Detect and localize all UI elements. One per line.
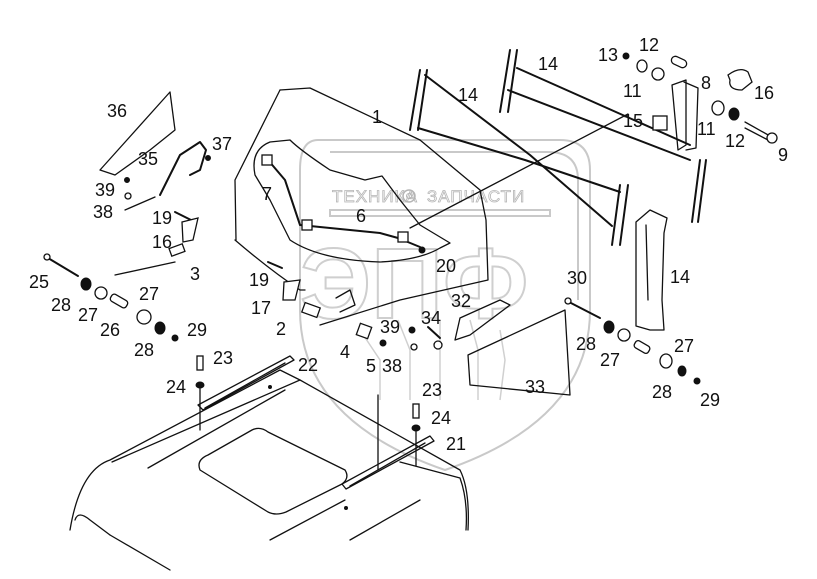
bracket-8 — [671, 79, 699, 151]
callout-35: 35 — [138, 149, 159, 169]
callout-5: 5 — [366, 356, 377, 376]
callout-32: 32 — [451, 291, 472, 311]
callout-29-right: 29 — [700, 390, 721, 410]
callout-11-left: 11 — [623, 81, 642, 101]
seat-pan — [253, 139, 451, 263]
callout-20: 20 — [436, 256, 457, 276]
callout-9: 9 — [778, 145, 789, 165]
fastener-stack-left — [43, 253, 179, 342]
callout-14-c: 14 — [670, 267, 691, 287]
callout-33: 33 — [525, 377, 546, 397]
callout-7: 7 — [262, 184, 273, 204]
bolt-23-right — [377, 394, 421, 471]
callout-16-left: 16 — [152, 232, 173, 252]
callout-19-left: 19 — [152, 208, 173, 228]
rail-22 — [197, 355, 295, 411]
watermark-left-text: ТЕХНИКА — [332, 187, 418, 206]
callout-12-bottom: 12 — [725, 131, 746, 151]
callout-34: 34 — [421, 308, 442, 328]
rail-21 — [341, 435, 435, 490]
callout-27-a: 27 — [139, 284, 160, 304]
callout-3: 3 — [190, 264, 201, 284]
seat-cushion — [234, 87, 489, 326]
callout-2: 2 — [276, 319, 287, 339]
callout-38-center: 38 — [382, 356, 403, 376]
callout-28-a: 28 — [51, 295, 72, 315]
callout-38-left: 38 — [93, 202, 114, 222]
back-frame — [409, 49, 707, 246]
callout-25: 25 — [29, 272, 50, 292]
watermark-right-text: ЗАПЧАСТИ — [427, 187, 525, 206]
callout-1: 1 — [372, 107, 383, 127]
watermark-logo: ЭПФ — [300, 228, 528, 340]
bracket-36 — [99, 91, 211, 211]
callout-29-left: 29 — [187, 320, 208, 340]
callout-8: 8 — [701, 73, 712, 93]
callout-21: 21 — [446, 434, 467, 454]
callout-19-center: 19 — [249, 270, 270, 290]
callout-11-right: 11 — [697, 119, 716, 139]
bolt-23-left — [195, 355, 205, 431]
cover-33 — [408, 299, 571, 396]
callout-4: 4 — [340, 342, 351, 362]
gear-icon — [402, 189, 416, 203]
callout-28-d: 28 — [652, 382, 673, 402]
watermark-wheat-icon — [359, 319, 506, 401]
callout-27-b: 27 — [78, 305, 99, 325]
fastener-stack-right — [564, 297, 701, 385]
callout-24-left: 24 — [166, 377, 187, 397]
callout-39-center: 39 — [380, 317, 401, 337]
callout-23-left: 23 — [213, 348, 234, 368]
callout-28-b: 28 — [134, 340, 155, 360]
callout-36: 36 — [107, 101, 128, 121]
callout-17: 17 — [251, 298, 272, 318]
callout-26: 26 — [100, 320, 121, 340]
callout-23-right: 23 — [422, 380, 443, 400]
callout-37: 37 — [212, 134, 233, 154]
hood-panel — [69, 369, 469, 571]
callout-30: 30 — [567, 268, 588, 288]
callout-13: 13 — [598, 45, 619, 65]
callout-16-right: 16 — [754, 83, 775, 103]
callout-27-c: 27 — [600, 350, 621, 370]
callout-28-c: 28 — [576, 334, 597, 354]
callout-24-right: 24 — [431, 408, 452, 428]
callout-6: 6 — [356, 206, 367, 226]
small-hardware-center — [168, 211, 387, 347]
callout-27-d: 27 — [674, 336, 695, 356]
callout-12-top: 12 — [639, 35, 660, 55]
hardware-top-right — [622, 52, 778, 144]
callout-14-a: 14 — [458, 85, 479, 105]
callout-39-left: 39 — [95, 180, 116, 200]
callout-14-b: 14 — [538, 54, 559, 74]
callout-22: 22 — [298, 355, 319, 375]
callout-15: 15 — [623, 111, 644, 131]
side-panel-right — [635, 209, 668, 331]
